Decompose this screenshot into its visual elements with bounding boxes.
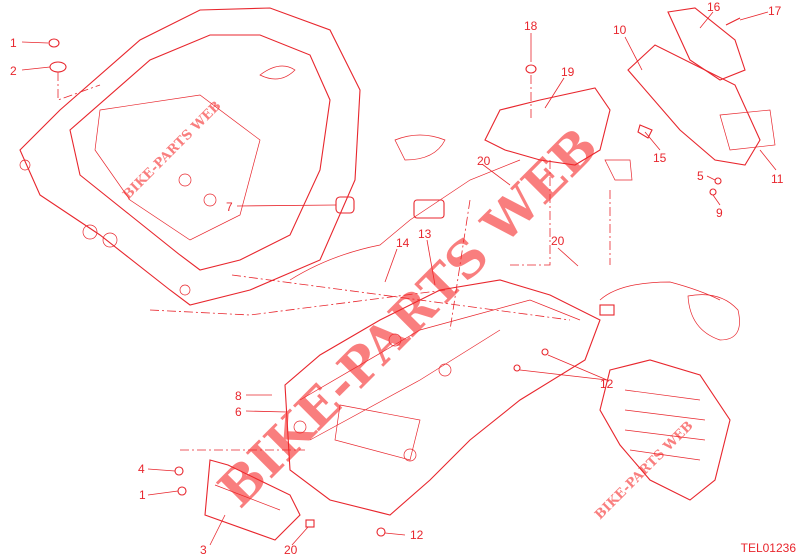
screw-9 xyxy=(709,188,717,196)
callout-8: 8 xyxy=(235,389,242,403)
callout-7: 7 xyxy=(226,200,233,214)
clip-20-bottom xyxy=(305,519,315,528)
plate-holder-10 xyxy=(627,7,776,166)
clip-15 xyxy=(637,124,653,139)
plug-18 xyxy=(525,64,537,74)
wiring-harness xyxy=(289,159,521,281)
callout-labels: 1 2 7 18 19 10 16 17 15 11 5 9 13 14 20 … xyxy=(10,0,784,557)
leader-lines xyxy=(21,11,777,546)
callout-16: 16 xyxy=(707,0,721,14)
callout-20-top: 20 xyxy=(477,154,491,168)
callout-20-mid: 20 xyxy=(551,234,565,248)
screw-12-bottom xyxy=(376,527,386,537)
callout-6: 6 xyxy=(235,405,242,419)
bolt-1-bottom xyxy=(177,486,187,496)
callout-10: 10 xyxy=(613,23,627,37)
rear-subframe xyxy=(19,7,361,306)
connector-right xyxy=(599,304,615,316)
bolt-17 xyxy=(725,17,741,26)
watermark-small-top: BIKE-PARTS WEB xyxy=(120,99,224,203)
rear-fender xyxy=(599,359,731,501)
callout-4: 4 xyxy=(138,462,145,476)
callout-3: 3 xyxy=(200,543,207,557)
grommet-7 xyxy=(335,196,355,214)
screw-12-a xyxy=(513,364,521,372)
relay-13 xyxy=(413,199,445,219)
washer-5 xyxy=(714,177,722,185)
callout-1-bottom: 1 xyxy=(139,488,146,502)
washer-2 xyxy=(49,61,67,73)
drawing-code: TEL01236 xyxy=(740,541,796,555)
callout-18: 18 xyxy=(524,19,538,33)
washer-4 xyxy=(174,466,184,476)
callout-14: 14 xyxy=(396,236,410,250)
callout-17: 17 xyxy=(768,4,782,18)
rear-mudguard xyxy=(284,279,601,516)
cover-3 xyxy=(204,459,301,541)
screw-12-b xyxy=(541,348,549,356)
callout-20-bottom: 20 xyxy=(284,543,298,557)
callout-2: 2 xyxy=(10,64,17,78)
callout-13: 13 xyxy=(418,227,432,241)
bolt-1-top xyxy=(48,38,60,48)
callout-19: 19 xyxy=(561,65,575,79)
watermark-small-bottom: BIKE-PARTS WEB xyxy=(592,419,696,523)
callout-12-bottom: 12 xyxy=(410,528,424,542)
callout-9: 9 xyxy=(716,206,723,220)
rear-lamp xyxy=(687,294,740,341)
watermark: BIKE-PARTS WEB BIKE-PARTS WEB BIKE-PARTS… xyxy=(120,99,696,523)
callout-5: 5 xyxy=(697,169,704,183)
callout-11: 11 xyxy=(771,172,784,186)
callout-1-top: 1 xyxy=(10,36,17,50)
callout-12-right: 12 xyxy=(600,377,614,391)
tail-cover-19 xyxy=(394,87,633,181)
callout-15: 15 xyxy=(653,151,667,165)
